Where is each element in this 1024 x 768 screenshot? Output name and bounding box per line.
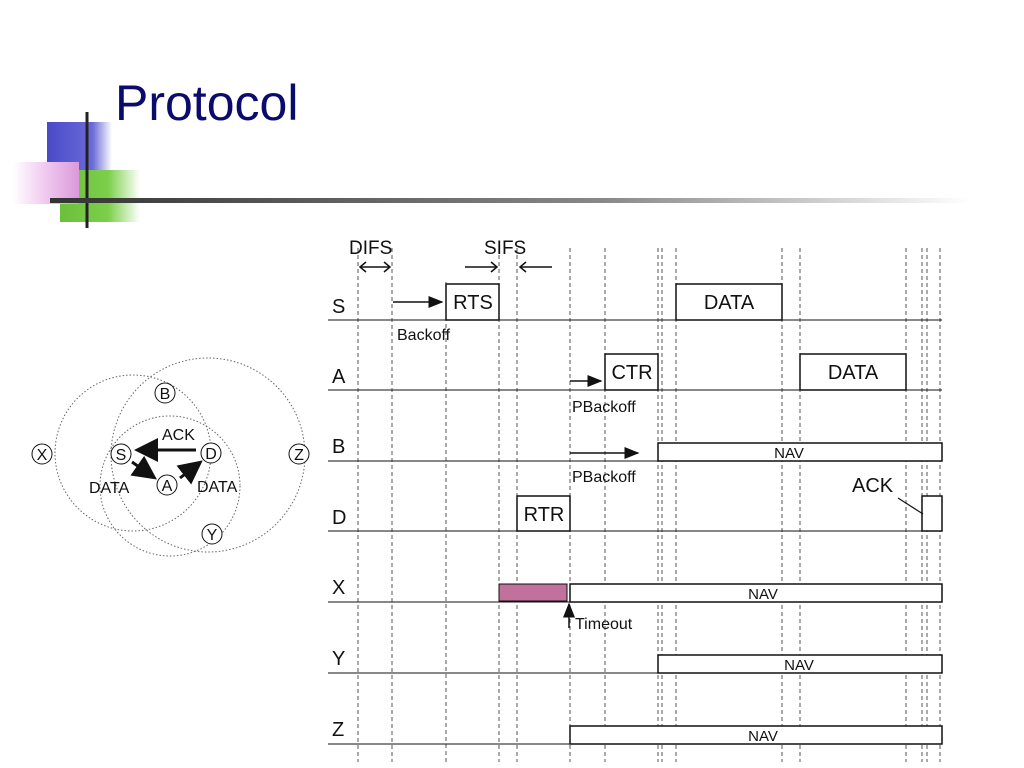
- frame-ack: [921, 495, 943, 532]
- nav-bar-y: [657, 654, 943, 674]
- header-decoration: [13, 112, 970, 228]
- difs-arrow: [358, 261, 392, 273]
- sifs-arrows: [465, 261, 552, 273]
- row-label-d: D: [332, 507, 346, 529]
- nav-label-z: NAV: [748, 728, 778, 745]
- row-label-y: Y: [332, 648, 345, 670]
- backoff-label: Backoff: [397, 327, 451, 344]
- frame-ctr-label: CTR: [611, 362, 652, 384]
- node-d: D: [200, 442, 222, 464]
- svg-text:D: D: [205, 446, 217, 463]
- frame-a-data: [799, 353, 907, 391]
- nav-bar-b: [657, 442, 943, 462]
- row-label-a: A: [332, 366, 346, 388]
- topology-nodes: X S D Z B A Y ACK DATA DA: [31, 382, 310, 545]
- node-a: A: [156, 474, 178, 496]
- frame-rts: [445, 283, 500, 321]
- difs-label: DIFS: [349, 238, 392, 259]
- time-guides: [357, 248, 941, 762]
- row-label-z: Z: [332, 719, 344, 741]
- frame-ctr: [604, 353, 659, 391]
- deco-pink-square: [13, 162, 79, 204]
- row-labels: S A B D X Y Z: [332, 296, 346, 741]
- data-arrow-a-d: [176, 460, 203, 485]
- svg-text:A: A: [162, 478, 173, 495]
- row-label-x: X: [332, 577, 345, 599]
- nav-label-x: NAV: [748, 586, 778, 603]
- row-label-b: B: [332, 436, 345, 458]
- frame-s-data-label: DATA: [704, 292, 755, 314]
- pbackoff-label-a: PBackoff: [572, 399, 636, 416]
- timeout-bar: [498, 583, 568, 602]
- sifs-label: SIFS: [484, 238, 526, 259]
- data-arrow-s-a: [130, 455, 157, 480]
- node-z: Z: [288, 443, 310, 465]
- frame-rts-label: RTS: [453, 292, 493, 314]
- frame-a-data-label: DATA: [828, 362, 879, 384]
- svg-text:Y: Y: [207, 527, 218, 544]
- slide-title: Protocol: [115, 75, 299, 131]
- range-circle-a: [99, 415, 241, 557]
- svg-text:Z: Z: [294, 447, 304, 464]
- row-label-s: S: [332, 296, 345, 318]
- timing-diagram: DIFS SIFS S A B D X: [328, 238, 943, 762]
- timeout-label: Timeout: [575, 616, 633, 633]
- node-y: Y: [201, 523, 223, 545]
- frame-s-data: [675, 283, 783, 321]
- data-label-left: DATA: [89, 480, 130, 497]
- pbackoff-label-b: PBackoff: [572, 469, 636, 486]
- nav-label-y: NAV: [784, 657, 814, 674]
- nav-bar-z: [569, 725, 943, 745]
- node-s: S: [110, 443, 132, 465]
- topology-diagram: [54, 357, 306, 557]
- node-b: B: [154, 382, 176, 404]
- svg-text:B: B: [160, 386, 171, 403]
- nav-bar-x: [569, 583, 943, 603]
- title-underline-rule: [50, 198, 970, 203]
- frame-rtr-label: RTR: [524, 504, 565, 526]
- node-x: X: [31, 443, 53, 465]
- data-label-right: DATA: [197, 479, 238, 496]
- ack-annotation: ACK: [852, 475, 894, 497]
- svg-text:X: X: [37, 447, 48, 464]
- ack-pointer-line: [897, 497, 924, 515]
- ack-label: ACK: [162, 427, 195, 444]
- svg-text:S: S: [116, 447, 127, 464]
- frame-rtr: [516, 495, 571, 532]
- nav-label-b: NAV: [774, 445, 804, 462]
- range-circle-s: [54, 374, 212, 532]
